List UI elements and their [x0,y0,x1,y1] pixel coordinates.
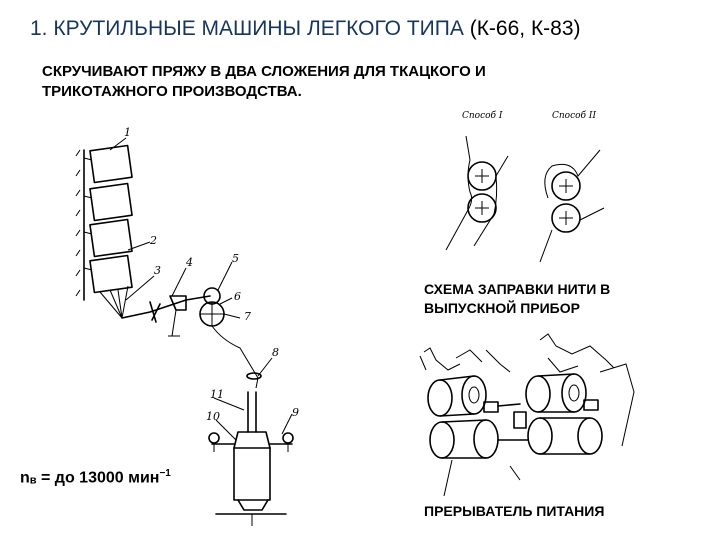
callout-7: 7 [244,310,251,323]
threading-scheme-caption-line-1: СХЕМА ЗАПРАВКИ НИТИ В [424,281,611,297]
callout-1: 1 [124,126,131,139]
page-title: 1. КРУТИЛЬНЫЕ МАШИНЫ ЛЕГКОГО ТИПА (К-66,… [30,16,710,42]
method-1-label: Способ I [462,110,503,121]
callout-11: 11 [210,388,224,401]
callout-9: 9 [292,406,299,419]
formula-subscript: в [29,474,37,487]
method-1-bottom-roller [467,193,497,223]
callout-10: 10 [206,410,220,423]
callout-5: 5 [232,252,239,265]
title-models: (К-66, К-83) [469,17,581,40]
subtitle-line-2: ТРИКОТАЖНОГО ПРОИЗВОДСТВА. [42,83,302,100]
threading-scheme-caption-line-2: ВЫПУСКНОЙ ПРИБОР [424,300,580,316]
ring-spindle [208,391,294,526]
spindle-speed-formula: nв = до 13000 мин−1 [18,468,173,488]
formula-exponent: −1 [159,468,171,479]
callout-3: 3 [154,264,161,277]
bobbin-packages [83,144,133,294]
formula-text: = до 13000 мин [41,469,160,487]
callout-2: 2 [149,234,157,247]
callout-8: 8 [272,346,279,359]
method-2-label: Способ II [552,110,596,121]
callout-4: 4 [185,256,193,269]
callout-6: 6 [234,290,241,303]
threading-scheme-caption: СХЕМА ЗАПРАВКИ НИТИ В ВЫПУСКНОЙ ПРИБОР [424,280,704,318]
formula-symbol: n [20,469,30,487]
feed-breaker-caption: ПРЕРЫВАТЕЛЬ ПИТАНИЯ [424,503,605,519]
subtitle: СКРУЧИВАЮТ ПРЯЖУ В ДВА СЛОЖЕНИЯ ДЛЯ ТКАЦ… [42,62,682,102]
subtitle-line-1: СКРУЧИВАЮТ ПРЯЖУ В ДВА СЛОЖЕНИЯ ДЛЯ ТКАЦ… [42,63,486,80]
method-2-bottom-roller [551,203,581,233]
feed-breaker-rollers [427,373,603,459]
title-main: 1. КРУТИЛЬНЫЕ МАШИНЫ ЛЕГКОГО ТИПА [30,17,464,40]
method-2-top-roller [551,171,581,201]
